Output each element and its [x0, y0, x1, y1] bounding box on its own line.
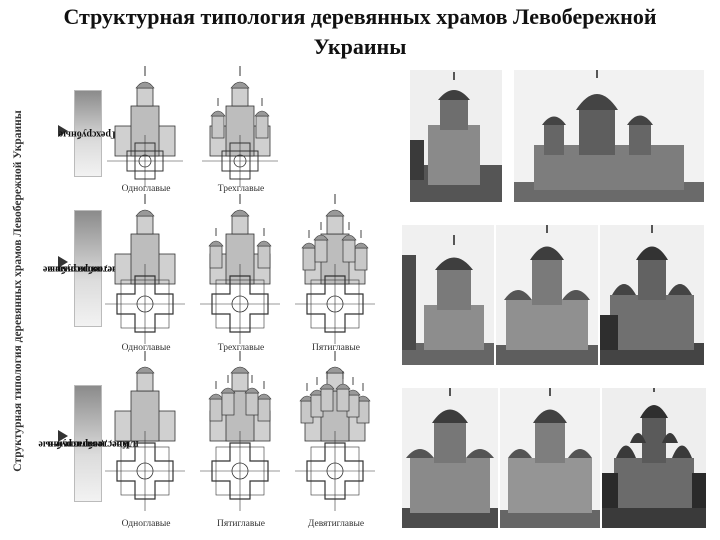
- caption-row1-1: Одноглавые: [121, 184, 171, 194]
- church-photo-1: [410, 70, 502, 202]
- typology-vertical-label: Структурная типология деревянных храмов …: [12, 110, 24, 472]
- arrow-icon: [58, 125, 68, 137]
- typology-drawings: [104, 66, 376, 512]
- title-line-2: Украины: [313, 34, 407, 59]
- page-title: Структурная типология деревянных храмов …: [0, 2, 720, 62]
- typology-panel: [10, 65, 385, 535]
- church-photo-7: [500, 388, 600, 528]
- arrow-icon: [58, 256, 68, 268]
- caption-row3-2: Пятиглавые: [217, 519, 265, 529]
- caption-row3-3: Девятиглавые: [307, 519, 365, 529]
- church-photo-3: [402, 225, 494, 365]
- church-photo-4: [496, 225, 598, 365]
- caption-row2-2: Трехглавые: [217, 343, 265, 353]
- church-photo-5: [600, 225, 704, 365]
- arrow-icon: [58, 430, 68, 442]
- caption-row1-2: Трехглавые: [217, 184, 265, 194]
- caption-row2-1: Одноглавые: [121, 343, 171, 353]
- title-line-1: Структурная типология деревянных храмов …: [63, 4, 657, 29]
- church-photo-2: [514, 70, 704, 202]
- church-photo-6: [402, 388, 498, 528]
- category-three-frame: Трехсрубные: [59, 90, 117, 177]
- caption-row3-1: Одноглавые: [121, 519, 171, 529]
- caption-row2-3: Пятиглавые: [312, 343, 360, 353]
- church-photo-8: [602, 388, 706, 528]
